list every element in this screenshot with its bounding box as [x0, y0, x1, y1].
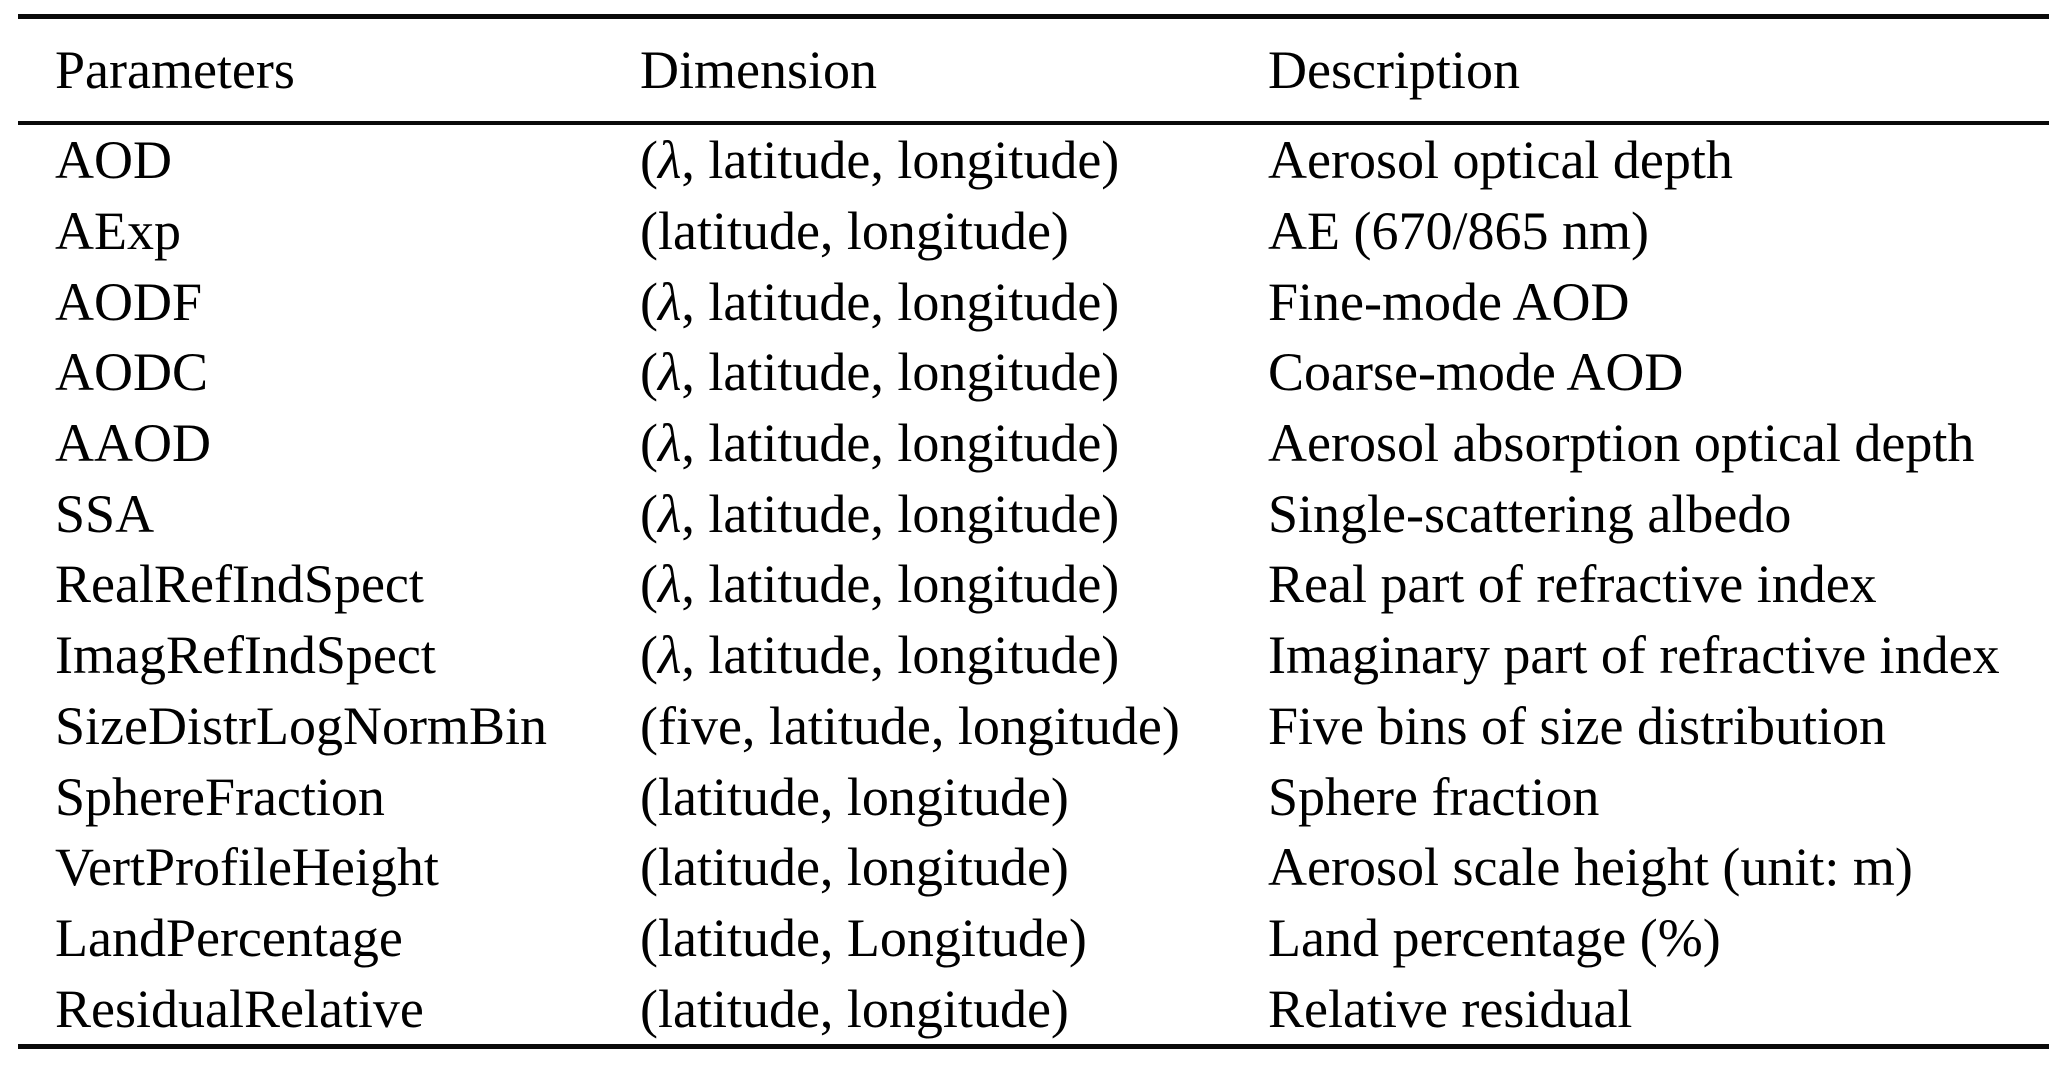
dimension-cell: (latitude, longitude) [640, 978, 1069, 1039]
dimension-cell: (λ, latitude, longitude) [640, 625, 1120, 686]
parameter-cell: AOD [55, 130, 172, 191]
parameter-cell: LandPercentage [55, 907, 403, 968]
parameter-cell: RealRefIndSpect [55, 554, 424, 615]
dimension-cell: (latitude, longitude) [640, 766, 1069, 827]
dimension-cell: (λ, latitude, longitude) [640, 130, 1120, 191]
table-row: VertProfileHeight (latitude, longitude) … [0, 832, 2067, 903]
dimension-cell: (λ, latitude, longitude) [640, 271, 1120, 332]
description-cell: Relative residual [1268, 978, 1633, 1039]
description-cell: Fine-mode AOD [1268, 271, 1630, 332]
dimension-cell: (λ, latitude, longitude) [640, 554, 1120, 615]
description-cell: Coarse-mode AOD [1268, 342, 1684, 403]
table-header-rule [18, 121, 2049, 125]
column-header-dimension: Dimension [640, 40, 877, 100]
parameter-cell: ResidualRelative [55, 978, 424, 1039]
description-cell: Real part of refractive index [1268, 554, 1877, 615]
description-cell: Single-scattering albedo [1268, 483, 1792, 544]
description-cell: AE (670/865 nm) [1268, 201, 1649, 262]
description-cell: Sphere fraction [1268, 766, 1600, 827]
table-row: AExp (latitude, longitude) AE (670/865 n… [0, 196, 2067, 267]
table-row: ResidualRelative (latitude, longitude) R… [0, 973, 2067, 1044]
table-row: SphereFraction (latitude, longitude) Sph… [0, 761, 2067, 832]
table-row: AAOD (λ, latitude, longitude) Aerosol ab… [0, 408, 2067, 479]
table-row: LandPercentage (latitude, Longitude) Lan… [0, 903, 2067, 974]
table-row: SizeDistrLogNormBin (five, latitude, lon… [0, 691, 2067, 762]
table-row: RealRefIndSpect (λ, latitude, longitude)… [0, 549, 2067, 620]
table-row: AOD (λ, latitude, longitude) Aerosol opt… [0, 125, 2067, 196]
column-header-description: Description [1268, 40, 1520, 100]
description-cell: Aerosol absorption optical depth [1268, 413, 1975, 474]
table-bottom-rule [18, 1044, 2049, 1049]
dimension-cell: (five, latitude, longitude) [640, 695, 1180, 756]
parameter-cell: AODF [55, 271, 203, 332]
table-body: AOD (λ, latitude, longitude) Aerosol opt… [0, 125, 2067, 1044]
column-header-parameters: Parameters [55, 40, 295, 100]
description-cell: Five bins of size distribution [1268, 695, 1886, 756]
table-row: AODF (λ, latitude, longitude) Fine-mode … [0, 266, 2067, 337]
table-row: AODC (λ, latitude, longitude) Coarse-mod… [0, 337, 2067, 408]
parameter-cell: SizeDistrLogNormBin [55, 695, 547, 756]
parameter-cell: SphereFraction [55, 766, 385, 827]
description-cell: Imaginary part of refractive index [1268, 625, 2000, 686]
parameter-cell: AODC [55, 342, 209, 403]
description-cell: Land percentage (%) [1268, 907, 1721, 968]
dimension-cell: (latitude, longitude) [640, 201, 1069, 262]
description-cell: Aerosol scale height (unit: m) [1268, 837, 1913, 898]
dimension-cell: (λ, latitude, longitude) [640, 413, 1120, 474]
description-cell: Aerosol optical depth [1268, 130, 1733, 191]
table-header-row: Parameters Dimension Description [0, 19, 2067, 121]
table-top-rule [18, 14, 2049, 19]
table-row: SSA (λ, latitude, longitude) Single-scat… [0, 478, 2067, 549]
parameter-cell: AExp [55, 201, 181, 262]
dimension-cell: (λ, latitude, longitude) [640, 342, 1120, 403]
parameter-cell: AAOD [55, 413, 211, 474]
parameter-cell: ImagRefIndSpect [55, 625, 436, 686]
table-row: ImagRefIndSpect (λ, latitude, longitude)… [0, 620, 2067, 691]
dimension-cell: (latitude, Longitude) [640, 907, 1087, 968]
dimension-cell: (latitude, longitude) [640, 837, 1069, 898]
parameter-cell: SSA [55, 483, 155, 544]
parameter-cell: VertProfileHeight [55, 837, 439, 898]
dimension-cell: (λ, latitude, longitude) [640, 483, 1120, 544]
